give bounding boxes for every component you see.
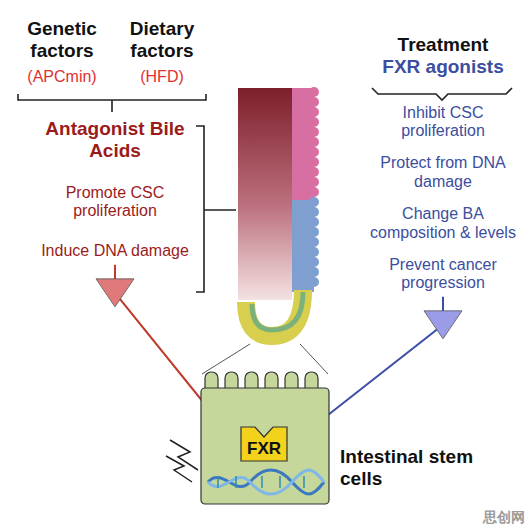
text-block: TreatmentFXR agonistsInhibit CSC prolife… [368,34,518,293]
villus-bump [309,127,319,137]
villus-bump [309,137,319,147]
villus-bump [309,167,319,177]
villus-bump [309,207,319,217]
node-heading: Dietary factors [112,18,212,62]
villus-bump [309,267,319,277]
villus-bump [309,97,319,107]
villus-bump [309,227,319,237]
villus-bump [309,187,319,197]
ligand-triangle [424,311,462,339]
villus-bump [309,237,319,247]
node-body: Prevent cancer progression [368,256,518,293]
villus-bump [309,217,319,227]
damage-bolt [166,456,192,482]
text-block: Genetic factors (APCmin) [12,18,112,86]
villus-bump [309,157,319,167]
ligand-triangle [96,279,134,307]
node-body: Promote CSC proliferation [40,184,190,221]
node-body: (APCmin) [12,68,112,86]
stem-cell: Intestinal stem cellsFXR [200,370,330,505]
villus-bump [309,197,319,207]
villus-bump [309,277,319,287]
treatment-brace [372,88,512,100]
zoom-lines [202,344,328,374]
villus-bump [309,87,319,97]
node-body: Inhibit CSC proliferation [368,104,518,141]
node-heading: Genetic factors [12,18,112,62]
villus-bump [309,177,319,187]
node-body: Protect from DNA damage [368,154,518,191]
node-body: (HFD) [112,68,212,86]
villus-bump [309,247,319,257]
node-heading: Antagonist Bile Acids [40,118,190,162]
node-heading: FXR [240,439,288,459]
intestine-bend-lining [252,292,303,330]
node-body: Change BA composition & levels [368,205,518,242]
villus-bump [309,117,319,127]
villus-bump [309,107,319,117]
node-body: Induce DNA damage [40,242,190,260]
bile-acid-bracket [196,126,236,292]
factor-bracket [18,94,206,112]
node-heading: Intestinal stem cells [340,446,500,490]
text-block: Dietary factors (HFD) [112,18,212,86]
watermark: 思创网 [483,509,525,527]
bile-gradient-band [238,88,292,300]
node-body: FXR agonists [368,56,518,78]
text-block: Antagonist Bile AcidsPromote CSC prolife… [40,118,190,261]
node-heading: Treatment [368,34,518,56]
intestine-bend [246,290,303,336]
villus-bump [309,147,319,157]
villus-edge [309,87,319,287]
fxr-receptor: FXR [240,426,288,462]
villus-bump [309,257,319,267]
